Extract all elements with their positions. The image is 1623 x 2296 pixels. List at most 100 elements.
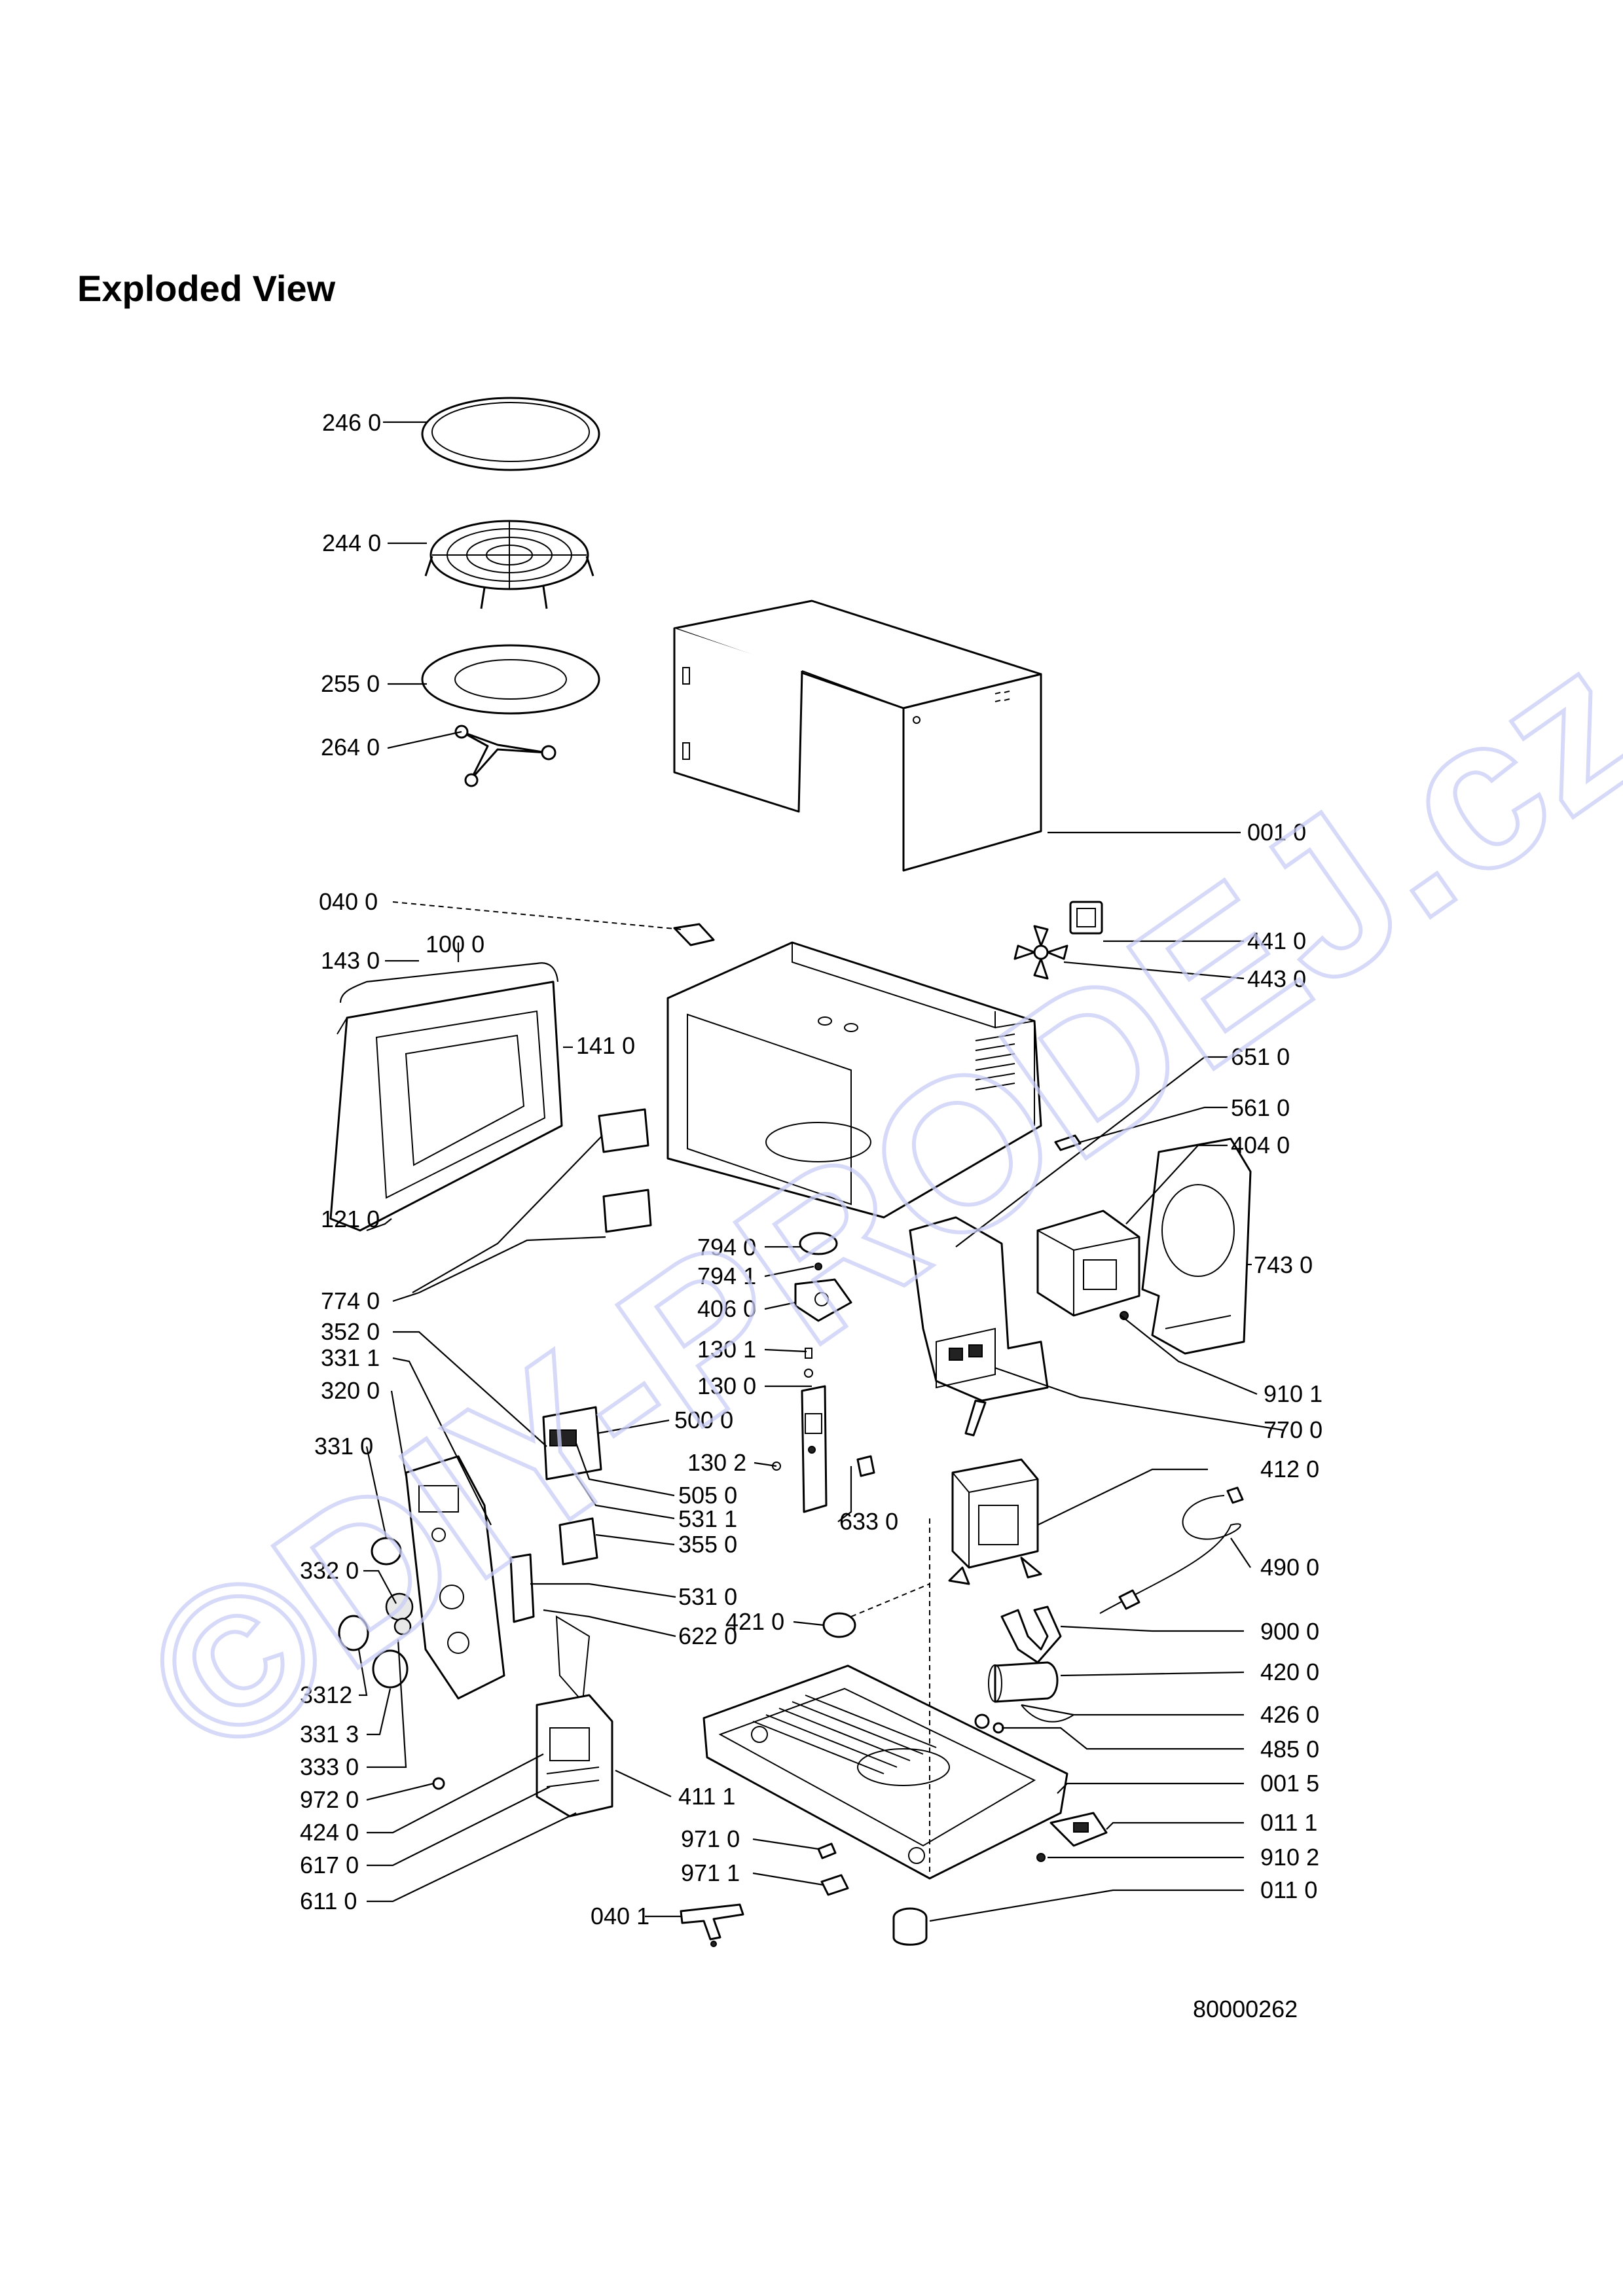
label-633-0: 633 0 [839, 1508, 898, 1535]
label-794-0: 794 0 [697, 1234, 756, 1261]
part-040-bracket [673, 923, 715, 946]
label-485-0: 485 0 [1260, 1736, 1319, 1763]
label-100-0: 100 0 [426, 931, 484, 958]
part-oven-cavity [666, 941, 1042, 1219]
label-404-0: 404 0 [1231, 1132, 1290, 1158]
part-4111-transformer-board [536, 1694, 613, 1818]
drawing-number: 80000262 [1193, 1996, 1298, 2022]
part-labels: 246 0 244 0 255 0 264 0 001 0 040 0 143 … [300, 409, 1322, 2022]
part-001-outer-cabinet [673, 600, 1042, 872]
label-611-0: 611 0 [300, 1888, 357, 1914]
part-0015-base-plate [702, 1664, 1068, 1880]
label-910-2: 910 2 [1260, 1844, 1319, 1871]
label-900-0: 900 0 [1260, 1618, 1319, 1645]
part-485-fuse [974, 1713, 1004, 1734]
part-264-roller-support [454, 725, 556, 787]
part-774-mica-cover [598, 1108, 652, 1233]
label-011-1: 011 1 [1260, 1809, 1317, 1836]
label-770-0: 770 0 [1264, 1416, 1322, 1443]
label-255-0: 255 0 [321, 670, 380, 697]
label-531-1: 531 1 [678, 1505, 737, 1532]
label-001-5: 001 5 [1260, 1770, 1319, 1797]
label-244-0: 244 0 [322, 529, 381, 556]
part-500-control-board [542, 1406, 602, 1480]
label-130-2: 130 2 [687, 1449, 746, 1476]
part-244-grill-rack [424, 520, 594, 609]
part-531-interlock-switch [509, 1553, 535, 1623]
label-421-0: 421 0 [725, 1608, 784, 1635]
part-443-fan-blade [1013, 925, 1068, 980]
part-130-interlock-bracket [772, 1348, 875, 1513]
part-441-fan-motor [1069, 901, 1103, 935]
part-561-thermal-cutout [1054, 1134, 1082, 1151]
part-255-turntable-plate [421, 644, 600, 715]
part-420-capacitor [988, 1661, 1059, 1703]
label-531-0: 531 0 [678, 1583, 737, 1610]
page-title: Exploded View [77, 268, 336, 309]
label-331-0: 331 0 [314, 1433, 373, 1460]
label-617-0: 617 0 [300, 1852, 359, 1878]
part-0111-foot [1049, 1812, 1108, 1847]
label-040-0: 040 0 [319, 888, 378, 915]
label-331-3: 331 3 [300, 1721, 359, 1748]
part-9102-screw [1036, 1853, 1046, 1862]
label-972-0: 972 0 [300, 1786, 359, 1813]
label-971-1: 971 1 [681, 1859, 740, 1886]
label-794-1: 794 1 [697, 1263, 756, 1289]
leader-lines [357, 421, 1284, 1922]
label-121-0: 121 0 [321, 1206, 380, 1232]
label-651-0: 651 0 [1231, 1043, 1290, 1070]
part-490-power-cord [1099, 1486, 1244, 1614]
label-743-0: 743 0 [1254, 1251, 1313, 1278]
label-011-0: 011 0 [1260, 1876, 1317, 1903]
part-622-actuator [555, 1615, 591, 1704]
part-910-screw [1120, 1311, 1129, 1320]
part-770-bracket [909, 1216, 1049, 1437]
part-355-switch-block [558, 1517, 598, 1566]
label-264-0: 264 0 [321, 734, 380, 761]
part-900-bracket [1000, 1605, 1062, 1664]
part-0401-bracket [680, 1903, 744, 1947]
part-100-door [329, 942, 563, 1232]
part-3312-knob [338, 1615, 412, 1651]
label-490-0: 490 0 [1260, 1554, 1319, 1581]
label-420-0: 420 0 [1260, 1659, 1319, 1685]
label-500-0: 500 0 [674, 1407, 733, 1433]
part-246-glass-ring [421, 397, 600, 471]
part-320-control-panel [405, 1455, 505, 1700]
label-246-0: 246 0 [322, 409, 381, 436]
label-331-1: 331 1 [321, 1344, 380, 1371]
label-412-0: 412 0 [1260, 1456, 1319, 1482]
label-130-1: 130 1 [697, 1336, 756, 1363]
part-412-transformer [948, 1458, 1042, 1585]
label-971-0: 971 0 [681, 1825, 740, 1852]
label-774-0: 774 0 [321, 1287, 380, 1314]
part-406-turntable-motor [794, 1278, 852, 1322]
part-404-magnetron [1036, 1210, 1140, 1317]
part-421-diode [822, 1612, 856, 1638]
label-561-0: 561 0 [1231, 1094, 1290, 1121]
label-441-0: 441 0 [1247, 927, 1306, 954]
label-426-0: 426 0 [1260, 1701, 1319, 1728]
label-355-0: 355 0 [678, 1531, 737, 1558]
label-352-0: 352 0 [321, 1318, 380, 1345]
label-332-0: 332 0 [300, 1557, 359, 1584]
label-622-0: 622 0 [678, 1623, 737, 1649]
label-040-1: 040 1 [591, 1903, 649, 1929]
part-9720-spacer [432, 1777, 445, 1790]
label-130-0: 130 0 [697, 1372, 756, 1399]
label-424-0: 424 0 [300, 1819, 359, 1846]
part-743-air-guide [1141, 1138, 1252, 1355]
part-0110-foot [892, 1907, 928, 1946]
label-320-0: 320 0 [321, 1377, 380, 1404]
label-411-1: 411 1 [678, 1783, 735, 1810]
part-794-coupler [799, 1232, 838, 1270]
label-3312: 3312 [300, 1681, 352, 1708]
part-971-switch [817, 1842, 849, 1896]
label-001-0: 001 0 [1247, 819, 1306, 846]
label-406-0: 406 0 [697, 1295, 756, 1322]
label-505-0: 505 0 [678, 1482, 737, 1509]
label-141-0: 141 0 [576, 1032, 635, 1059]
label-910-1: 910 1 [1264, 1380, 1322, 1407]
